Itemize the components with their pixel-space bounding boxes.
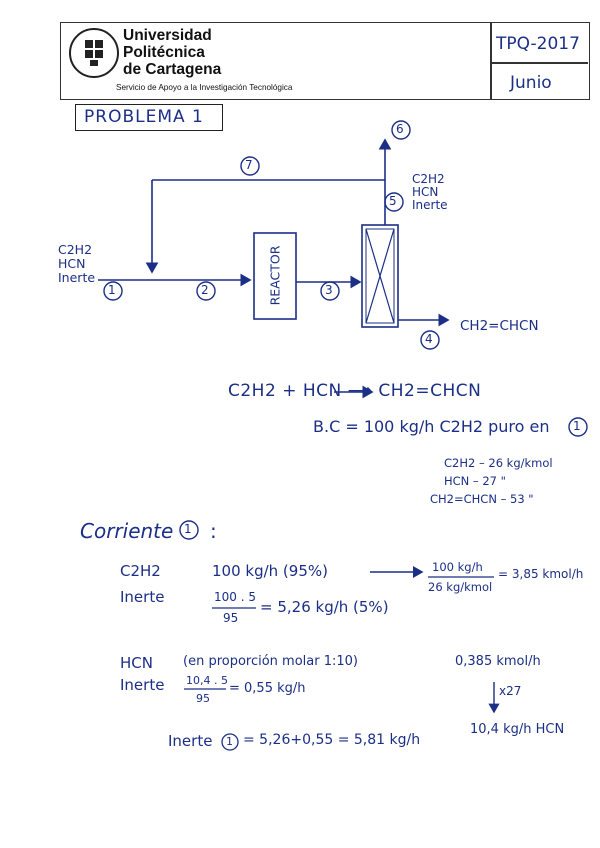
inerte-a-result: = 5,26 kg/h (5%)	[260, 598, 389, 616]
inerte-b-num: 10,4 . 5	[186, 674, 228, 687]
corriente-number: 1	[184, 522, 192, 536]
reactor-label: REACTOR	[268, 236, 283, 316]
feed-c2h2: C2H2	[58, 243, 95, 257]
hcn-kmol: 0,385 kmol/h	[455, 654, 541, 669]
hcn-multiplier: x27	[499, 684, 521, 698]
mm-c2h2: C2H2 – 26 kg/kmol	[444, 454, 553, 472]
inerte-b-label: Inerte	[120, 676, 164, 694]
corriente-heading: Corriente	[80, 519, 173, 543]
hcn-name: HCN	[120, 654, 153, 672]
stream-number-5: 5	[389, 194, 397, 208]
inerte-a-den: 95	[223, 611, 238, 625]
product-label: CH2=CHCN	[460, 318, 539, 334]
basis-stream-number: 1	[573, 419, 581, 433]
inerte-b-den: 95	[196, 692, 210, 705]
total-inerte-expr: = 5,26+0,55 = 5,81 kg/h	[243, 732, 420, 748]
reaction-equation: C2H2 + HCN ⟶ CH2=CHCN	[228, 381, 481, 401]
feed-hcn: HCN	[58, 257, 95, 271]
c2h2-kmol: = 3,85 kmol/h	[498, 567, 583, 581]
c2h2-frac-den: 26 kg/kmol	[428, 580, 492, 594]
inerte-a-num: 100 . 5	[214, 590, 256, 604]
c2h2-name: C2H2	[120, 562, 161, 580]
inerte-a-label: Inerte	[120, 588, 164, 606]
hcn-kg: 10,4 kg/h HCN	[470, 722, 564, 737]
feed-composition: C2H2 HCN Inerte	[58, 243, 95, 285]
stream-number-1: 1	[108, 283, 116, 297]
stream-number-7: 7	[245, 158, 253, 172]
c2h2-frac-num: 100 kg/h	[432, 560, 483, 574]
molar-masses: C2H2 – 26 kg/kmol HCN – 27 " CH2=CHCN – …	[444, 454, 553, 508]
feed-inerte: Inerte	[58, 271, 95, 285]
stream-number-4: 4	[425, 332, 433, 346]
mm-hcn: HCN – 27 "	[444, 472, 553, 490]
stream-number-2: 2	[201, 283, 209, 297]
mm-acrylonitrile: CH2=CHCN – 53 "	[430, 490, 553, 508]
total-inerte-label: Inerte	[168, 732, 212, 750]
basis-statement: B.C = 100 kg/h C2H2 puro en	[313, 417, 550, 436]
corriente-colon: :	[210, 519, 217, 543]
hcn-note: (en proporción molar 1:10)	[183, 654, 358, 669]
c2h2-flow: 100 kg/h (95%)	[212, 562, 328, 580]
stream5-composition: C2H2 HCN Inerte	[412, 173, 448, 212]
stream-number-6: 6	[396, 122, 404, 136]
total-inerte-stream: 1	[226, 735, 233, 748]
inerte-b-result: = 0,55 kg/h	[229, 681, 306, 696]
s5-inerte: Inerte	[412, 199, 448, 212]
stream-number-3: 3	[325, 283, 333, 297]
